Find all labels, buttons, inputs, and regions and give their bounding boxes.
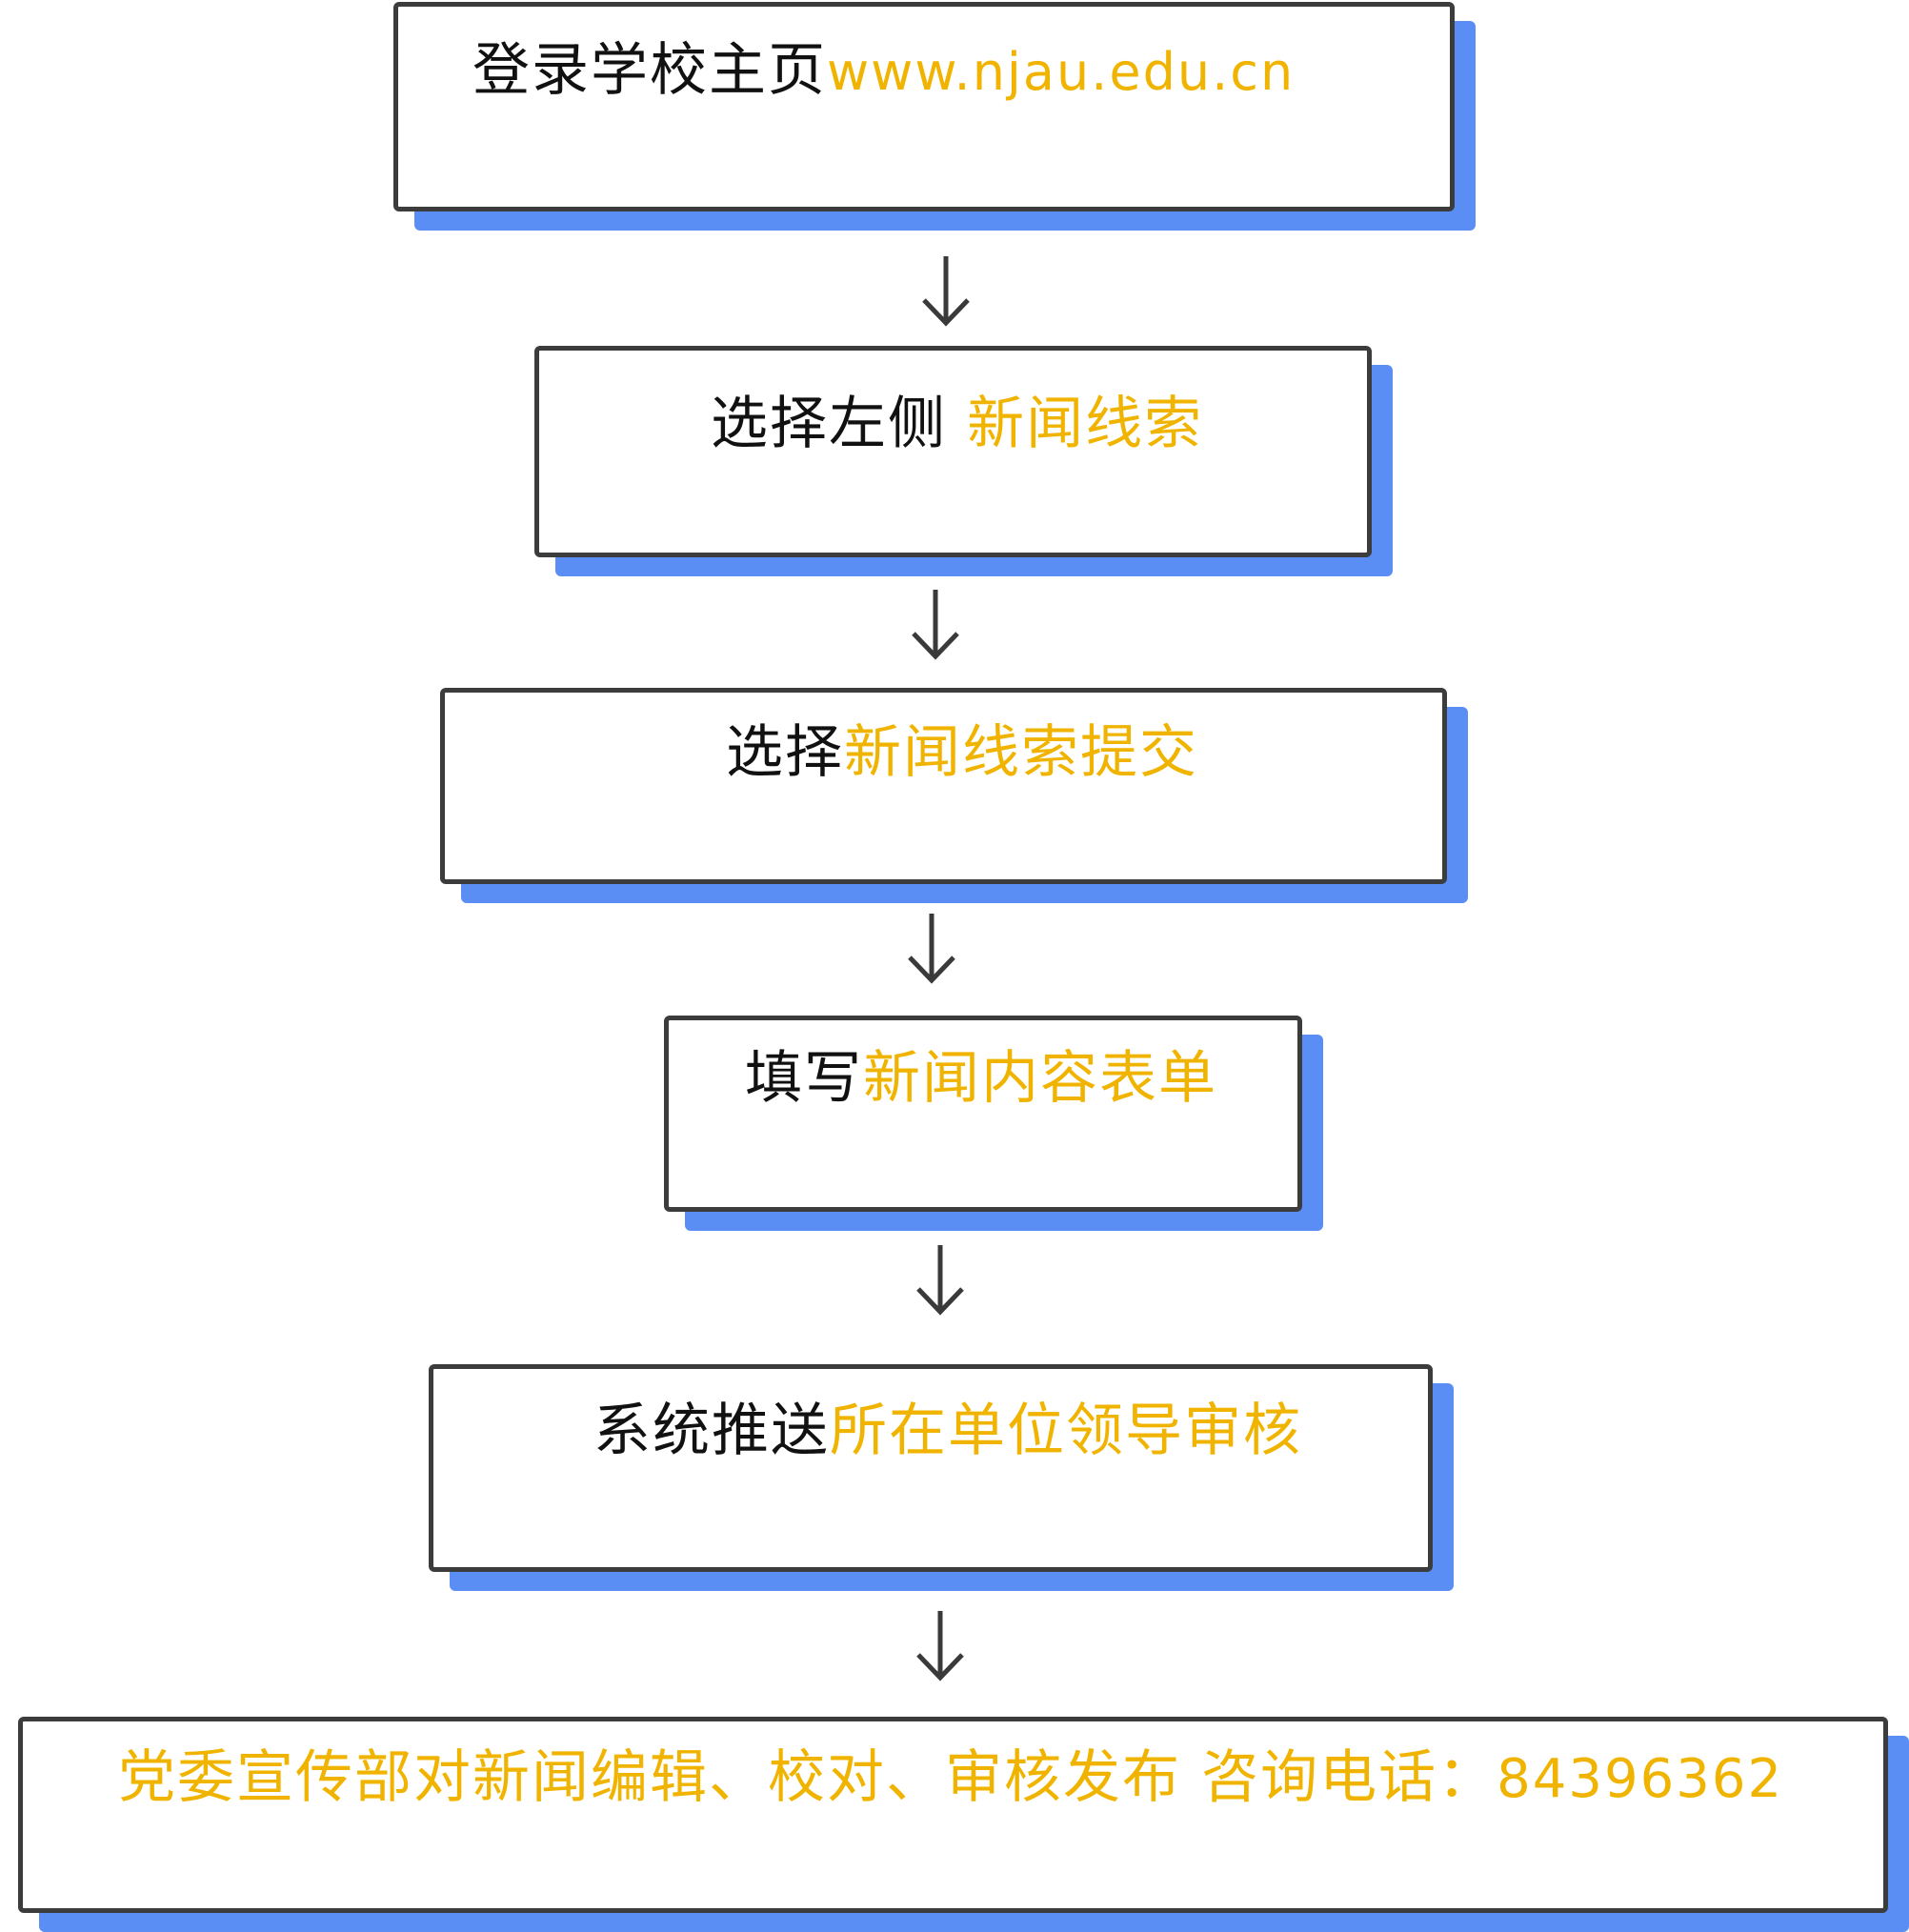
flow-step-3: 选择新闻线索提交 xyxy=(440,688,1447,884)
flow-step-4-highlight: 新闻内容表单 xyxy=(863,1045,1217,1112)
flow-step-6-text: 党委宣传部对新闻编辑、校对、审核发布 咨询电话：84396362 xyxy=(23,1746,1883,1809)
flow-step-6: 党委宣传部对新闻编辑、校对、审核发布 咨询电话：84396362 xyxy=(18,1717,1888,1913)
down-arrow-icon xyxy=(898,910,965,986)
down-arrow-icon xyxy=(907,1241,974,1318)
flow-step-3-highlight: 新闻线索提交 xyxy=(844,719,1198,786)
flow-step-1: 登录学校主页www.njau.edu.cn xyxy=(393,2,1455,211)
flow-step-1-text: 登录学校主页www.njau.edu.cn xyxy=(396,39,1450,102)
flow-step-5: 系统推送所在单位领导审核 xyxy=(429,1364,1433,1572)
flow-step-1-prefix: 登录学校主页 xyxy=(472,37,827,104)
flow-step-2: 选择左侧 新闻线索 xyxy=(534,346,1372,557)
flow-step-4-prefix: 填写 xyxy=(745,1045,863,1112)
flow-step-3-text: 选择新闻线索提交 xyxy=(445,721,1442,784)
flow-step-4-text: 填写新闻内容表单 xyxy=(669,1047,1297,1110)
school-url: www.njau.edu.cn xyxy=(827,42,1296,102)
flow-step-2-prefix: 选择左侧 xyxy=(711,391,968,457)
flow-step-3-prefix: 选择 xyxy=(726,719,844,786)
flow-step-2-text: 选择左侧 新闻线索 xyxy=(539,392,1367,455)
flow-step-5-text: 系统推送所在单位领导审核 xyxy=(433,1399,1428,1462)
flow-step-6-highlight: 党委宣传部对新闻编辑、校对、审核发布 咨询电话： xyxy=(118,1744,1497,1811)
contact-phone: 84396362 xyxy=(1497,1748,1784,1810)
flow-step-2-highlight: 新闻线索 xyxy=(967,391,1204,457)
flow-step-5-highlight: 所在单位领导审核 xyxy=(830,1398,1302,1464)
down-arrow-icon xyxy=(913,252,979,329)
down-arrow-icon xyxy=(902,586,969,662)
down-arrow-icon xyxy=(907,1607,974,1683)
flow-step-4: 填写新闻内容表单 xyxy=(664,1016,1302,1212)
flow-step-5-prefix: 系统推送 xyxy=(593,1398,830,1464)
